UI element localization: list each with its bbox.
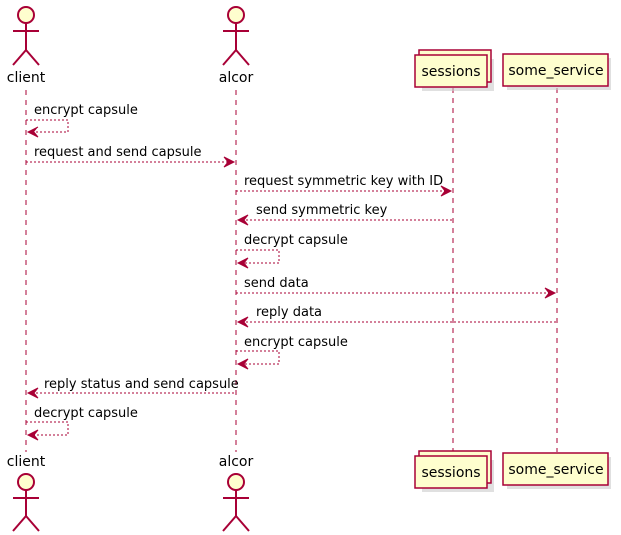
- open-arrow-icon: [223, 156, 236, 168]
- message-label: request symmetric key with ID: [244, 174, 443, 189]
- open-arrow-icon: [236, 257, 249, 269]
- message-label: request and send capsule: [34, 145, 202, 160]
- stick-figure-icon: [12, 6, 40, 66]
- message-label: reply data: [256, 305, 322, 320]
- message-encrypt-capsule-alcor: encrypt capsule: [236, 335, 348, 370]
- message-label: encrypt capsule: [244, 335, 348, 350]
- actor-client-bottom: client: [7, 454, 46, 532]
- open-arrow-icon: [26, 429, 39, 441]
- message-request-and-send-capsule: request and send capsule: [26, 145, 236, 168]
- message-decrypt-capsule-alcor: decrypt capsule: [236, 233, 348, 269]
- participant-some-service-top: some_service: [502, 53, 611, 90]
- open-arrow-icon: [544, 287, 557, 299]
- message-request-symmetric-key: request symmetric key with ID: [236, 174, 453, 197]
- message-decrypt-capsule-client: decrypt capsule: [26, 406, 138, 441]
- participant-label-sessions: sessions: [421, 465, 480, 481]
- message-label: send symmetric key: [256, 203, 388, 218]
- message-send-data: send data: [236, 276, 557, 299]
- participant-label-some-service: some_service: [508, 63, 603, 79]
- message-label: reply status and send capsule: [44, 377, 239, 392]
- open-arrow-icon: [236, 316, 249, 328]
- message-encrypt-capsule-client: encrypt capsule: [26, 103, 138, 138]
- participant-some-service-bottom: some_service: [502, 452, 611, 489]
- participant-sessions-bottom: sessions: [414, 450, 494, 492]
- participant-sessions-top: sessions: [414, 49, 494, 91]
- participant-label-client: client: [7, 454, 46, 470]
- message-label: send data: [244, 276, 309, 291]
- message-reply-status: reply status and send capsule: [26, 377, 239, 399]
- actor-alcor-top: alcor: [219, 6, 254, 86]
- open-arrow-icon: [26, 126, 39, 138]
- stick-figure-icon: [222, 6, 250, 66]
- message-label: decrypt capsule: [34, 406, 138, 421]
- stick-figure-icon: [12, 473, 40, 532]
- participant-label-alcor: alcor: [219, 70, 254, 86]
- open-arrow-icon: [26, 387, 39, 399]
- open-arrow-icon: [236, 358, 249, 370]
- participant-label-some-service: some_service: [508, 462, 603, 478]
- message-label: encrypt capsule: [34, 103, 138, 118]
- collections-front-box: [414, 54, 488, 88]
- actor-alcor-bottom: alcor: [219, 454, 254, 532]
- message-reply-data: reply data: [236, 305, 557, 328]
- actor-client-top: client: [7, 6, 46, 86]
- stick-figure-icon: [222, 473, 250, 532]
- participant-label-sessions: sessions: [421, 64, 480, 80]
- participant-label-alcor: alcor: [219, 454, 254, 470]
- participant-label-client: client: [7, 70, 46, 86]
- message-send-symmetric-key: send symmetric key: [236, 203, 453, 226]
- open-arrow-icon: [440, 185, 453, 197]
- open-arrow-icon: [236, 214, 249, 226]
- collections-front-box: [414, 455, 488, 489]
- message-label: decrypt capsule: [244, 233, 348, 248]
